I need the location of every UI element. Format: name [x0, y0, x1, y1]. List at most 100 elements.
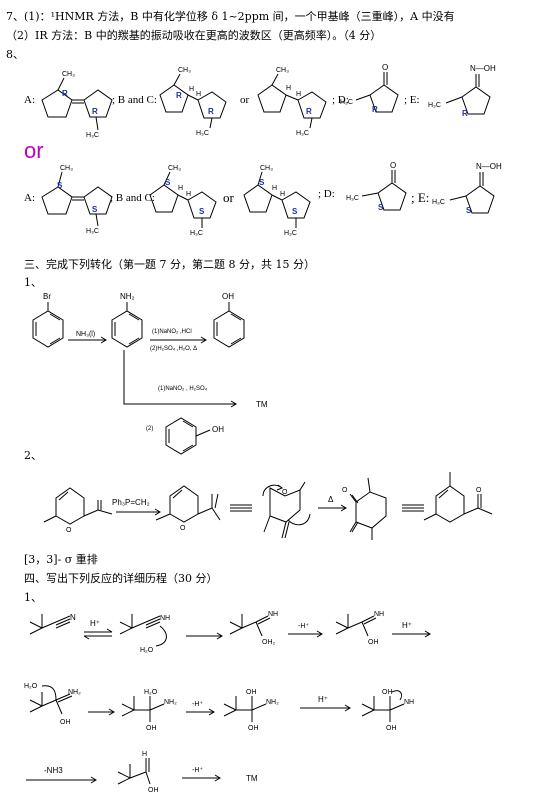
s3-item2-label: 2、 [24, 449, 42, 462]
section-four-heading: 四、写出下列反应的详细历程（30 分） [24, 572, 218, 585]
mech-protonated-amide: H₂O NH₂ OH [24, 683, 81, 726]
mech-oh-2: OH [60, 719, 71, 726]
r2d-o: O [390, 161, 396, 170]
row1-label-e: ; E: [404, 94, 420, 106]
r2e-noh: N—OH [476, 162, 502, 171]
cond4-label: (2) [146, 426, 153, 432]
r2e-s: S [466, 206, 472, 215]
mech-oh2: OH₂ [262, 639, 276, 646]
mech-nh2-2: NH₂ [68, 689, 81, 696]
cyclooctadienone: O [342, 477, 387, 540]
row2-molecule-a: CH₃ H₃C S S [41, 165, 113, 235]
r2b-h3c: H₃C [190, 230, 203, 237]
s3-item1-label: 1、 [24, 276, 42, 289]
r2b-h1: H [178, 185, 183, 192]
r2b-h2: H [186, 191, 191, 198]
r2d-s: S [378, 203, 384, 212]
mech-tetrahedral-1: H₂O NH₂ OH [121, 689, 177, 732]
r1a-ch3-top: CH₃ [62, 71, 75, 78]
mech-t1-h2o: H₂O [144, 689, 158, 696]
row2-label-a: A: [24, 192, 35, 204]
cyclohexenyl-ketone: O [423, 472, 493, 523]
or-separator: or [24, 138, 44, 163]
r2a-h3c: H₃C [86, 228, 99, 235]
oh-label: OH [222, 292, 234, 301]
s4-item1-label: 1、 [24, 591, 42, 604]
mech-n1: N [70, 613, 76, 622]
mech-mhplus-2: -H⁺ [192, 701, 203, 708]
row1-label-bc: ; B and C: [112, 94, 157, 106]
row2-molecule-b: CH₃ H₃C H H S S [149, 165, 217, 237]
q7-line1: 7、(1)：¹HNMR 方法，B 中有化学位移 δ 1~2ppm 间，一个甲基峰… [6, 10, 455, 23]
r1b-r-1: R [176, 91, 182, 100]
row1-label-d: ; D: [332, 94, 349, 106]
mech-t2-oh: OH [248, 725, 259, 732]
cond2-label: (2)H₂SO₄ ,H₂O, Δ [150, 346, 197, 352]
mech-mhplus-3: -H⁺ [192, 767, 203, 774]
r1c-r: R [306, 107, 312, 116]
r1a-r-1: R [62, 89, 68, 98]
r2a-s-2: S [92, 205, 98, 214]
r1d-r: R [372, 105, 378, 114]
mech-nh3: NH [374, 611, 384, 618]
pyran-o: O [66, 527, 72, 534]
section-three-heading: 三、完成下列转化（第一题 7 分，第二题 8 分，共 15 分） [24, 258, 315, 271]
mech-t3-oh-top: OH [382, 689, 393, 696]
r1e-noh: N—OH [470, 64, 496, 73]
mech-hplus-2: H⁺ [402, 621, 412, 630]
r1a-r-2: R [92, 107, 98, 116]
cond1-label: (1)NaNO₂ ,HCl [152, 329, 192, 335]
cod-o: O [342, 487, 348, 494]
row2-label-bc: ; B and C: [110, 192, 155, 204]
sigma-rearrangement-note: [3，3]- σ 重排 [24, 553, 98, 566]
mech-hplus-1: H⁺ [90, 619, 100, 628]
oh-reagent-label: OH [212, 425, 224, 434]
mech-t1-oh: OH [146, 725, 157, 732]
cond3-label: (1)NaNO₂ , H₂SO₄ [158, 386, 208, 392]
row2-molecule-c: CH₃ H₃C H H S S [243, 165, 311, 237]
arrow-to-tm [123, 350, 236, 405]
mech-mhplus-1: -H⁺ [298, 623, 309, 630]
delta-label: Δ [328, 495, 334, 504]
nh3-label: NH₃(l) [76, 331, 95, 338]
r1c-h2: H [296, 91, 301, 98]
mech-nitrilium: NH H₂O [119, 614, 170, 654]
mech-h2o-1: H₂O [140, 647, 154, 654]
mech-oh-1: OH [368, 639, 379, 646]
r1c-ch3: CH₃ [276, 67, 289, 74]
mech-t2-nh2: NH₂ [266, 699, 279, 706]
phenol-reagent: OH [165, 417, 224, 455]
mech-nitrile: N [29, 613, 76, 635]
r1b-h3c: H₃C [196, 130, 209, 137]
dihydropyran-ketone: O [43, 487, 113, 534]
row1-molecule-d: O H₃C R [340, 63, 399, 114]
dihydropyran-alkene: O [155, 485, 221, 532]
mech-tetrahedral-3: OH NH OH [361, 689, 414, 732]
mech-tetrahedral-2: OH NH₂ OH [223, 689, 279, 732]
q8-label: 8、 [6, 48, 24, 61]
r1b-h2: H [196, 91, 201, 98]
pyran2-o: O [180, 525, 186, 532]
nh2-label: NH₂ [120, 292, 135, 301]
row1-molecule-b: CH₃ H₃C H H R R [159, 67, 227, 137]
mech-t2-oh-top: OH [246, 689, 257, 696]
r2c-h3c: H₃C [284, 230, 297, 237]
mech-imidic-acid: NH OH [335, 611, 384, 646]
row2-label-e: ; E: [411, 190, 430, 205]
row1-molecule-c: CH₃ H₃C H H R [257, 67, 327, 137]
claisen-ts: O [262, 481, 311, 539]
mech-nh1: NH [160, 615, 170, 622]
row1-label-or: or [240, 94, 250, 106]
mech-protonated-acid: H OH [117, 751, 159, 794]
r2d-h3c: H₃C [346, 195, 359, 202]
r1a-h3c-bottom: H₃C [86, 132, 99, 139]
mech-nh2: NH [268, 611, 278, 618]
r2a-s-1: S [57, 181, 63, 190]
aniline: NH₂ [111, 292, 143, 348]
mech-hplus-3: H⁺ [318, 695, 328, 704]
r2c-ch3: CH₃ [260, 165, 273, 172]
r2c-h1: H [272, 185, 277, 192]
r1b-ch3: CH₃ [178, 67, 191, 74]
r2c-h2: H [280, 191, 285, 198]
row1-molecule-a: CH₃ H₃C R R [41, 71, 113, 139]
